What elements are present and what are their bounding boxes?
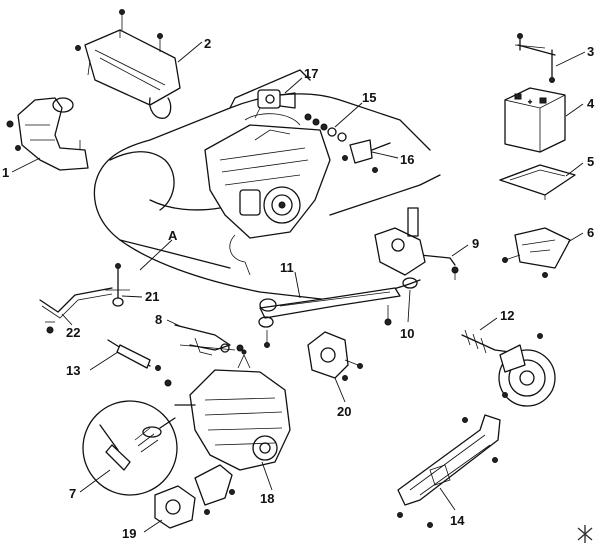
callout-15: 15 — [362, 90, 376, 105]
leader-9 — [451, 244, 469, 257]
engine-block — [204, 113, 331, 276]
callout-18: 18 — [260, 491, 274, 506]
leader-12 — [479, 317, 498, 331]
leader-15 — [334, 102, 363, 128]
leader-3 — [555, 51, 586, 67]
leader-14 — [439, 487, 456, 511]
callout-7: 7 — [69, 486, 76, 501]
part-22-stabilizer-link — [39, 287, 113, 334]
part-2-air-filter-housing — [75, 9, 181, 119]
leader-8 — [166, 319, 183, 328]
callout-13: 13 — [66, 363, 80, 378]
callout-8: 8 — [155, 312, 162, 327]
leader-1 — [11, 157, 41, 173]
part-20-right-mount — [307, 331, 363, 381]
leader-4 — [565, 103, 584, 117]
part-21-bolt-bushing — [105, 263, 130, 307]
part-14-subframe — [397, 414, 501, 528]
part-11-support-bar — [258, 287, 401, 348]
callout-20: 20 — [337, 404, 351, 419]
callout-A: A — [168, 228, 178, 243]
part-8-shift-link — [174, 324, 244, 356]
part-13-sensor-probe — [107, 339, 172, 387]
leader-20 — [334, 377, 346, 403]
leader-A — [139, 239, 173, 271]
corner-logo-mark — [577, 525, 593, 543]
leader-7 — [79, 469, 111, 493]
callout-16: 16 — [400, 152, 414, 167]
callout-12: 12 — [500, 308, 514, 323]
part-18-transmission — [174, 349, 291, 471]
part-4-battery: + — [504, 87, 566, 153]
leader-19 — [143, 519, 163, 533]
leader-17 — [284, 77, 303, 94]
part-19-left-mount — [154, 464, 235, 529]
leader-22 — [61, 313, 73, 326]
callout-17: 17 — [304, 66, 318, 81]
callout-4: 4 — [587, 96, 595, 111]
leader-13 — [89, 351, 119, 371]
callout-9: 9 — [472, 236, 479, 251]
part-10-rear-mount-bracket — [374, 207, 426, 326]
svg-text:+: + — [528, 99, 532, 106]
leader-6 — [567, 232, 584, 243]
leader-5 — [565, 162, 584, 177]
part-9-torque-rod — [419, 254, 459, 280]
part-17-starter-solenoid — [254, 89, 296, 119]
part-5-battery-tray — [499, 164, 576, 200]
callout-11: 11 — [280, 260, 294, 275]
callout-2: 2 — [204, 36, 211, 51]
callout-22: 22 — [66, 325, 80, 340]
callout-19: 19 — [122, 526, 136, 541]
callout-3: 3 — [587, 44, 594, 59]
leader-18 — [261, 461, 273, 491]
callout-1: 1 — [2, 165, 9, 180]
leader-11 — [294, 271, 301, 299]
part-3-battery-bracket — [514, 33, 556, 83]
leader-2 — [177, 41, 203, 63]
callout-6: 6 — [587, 225, 594, 240]
part-15-bolt-set — [304, 113, 347, 142]
car-body-outline — [93, 69, 441, 301]
part-7-detail-cable-end — [82, 400, 178, 496]
part-1-air-intake-duct — [6, 97, 89, 171]
callout-5: 5 — [587, 154, 594, 169]
callout-14: 14 — [450, 513, 465, 528]
callout-21: 21 — [145, 289, 159, 304]
part-16-cable-clip — [342, 139, 391, 173]
leader-21 — [121, 295, 143, 298]
callout-10: 10 — [400, 326, 414, 341]
leader-10 — [407, 289, 411, 323]
part-6-tray-support-bracket — [502, 227, 571, 278]
leader-16 — [371, 151, 399, 159]
part-12-drive-shaft-hub — [461, 329, 556, 407]
